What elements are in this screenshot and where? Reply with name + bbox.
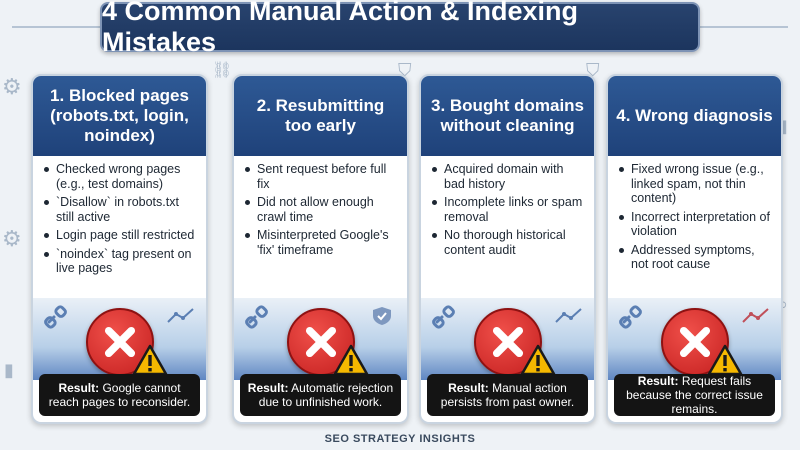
card-visual [234,298,407,380]
result-box: Result: Request fails because the correc… [614,374,775,416]
result-box: Result: Automatic rejection due to unfin… [240,374,401,416]
page-title: 4 Common Manual Action & Indexing Mistak… [102,0,579,57]
trend-line-icon [555,308,582,323]
footer-brand: SEO STRATEGY INSIGHTS [324,433,476,445]
bullet-item: Login page still restricted [43,228,198,243]
title-banner: 4 Common Manual Action & Indexing Mistak… [100,0,700,57]
card-heading: 3. Bought domains without cleaning [421,76,594,156]
result-label: Result: [448,381,489,395]
link-icon [44,305,67,329]
card-visual [608,298,781,380]
mistake-card-2: 2. Resubmitting too early Sent request b… [232,74,409,424]
bullet-item: Checked wrong pages (e.g., test domains) [43,162,198,191]
link-icon [245,305,268,329]
result-text: Automatic rejection due to unfinished wo… [258,381,394,409]
result-box: Result: Manual action persists from past… [427,374,588,416]
title-connector-right [700,26,788,28]
bullet-list: Sent request before full fix Did not all… [244,162,399,257]
shield-check-icon [373,307,391,325]
card-body: Sent request before full fix Did not all… [234,156,407,301]
red-x-icon [85,308,154,376]
card-body: Acquired domain with bad history Incompl… [421,156,594,301]
bullet-item: Misinterpreted Google's 'fix' timeframe [244,228,399,257]
magnifier-icon: ⌕ [778,294,789,314]
bullet-list: Fixed wrong issue (e.g., linked spam, no… [618,162,773,272]
card-body: Checked wrong pages (e.g., test domains)… [33,156,206,301]
card-body: Fixed wrong issue (e.g., linked spam, no… [608,156,781,301]
bullet-item: Incorrect interpretation of violation [618,210,773,239]
mistake-card-4: 4. Wrong diagnosis Fixed wrong issue (e.… [606,74,783,424]
warning-icon [132,344,167,376]
mistake-card-3: 3. Bought domains without cleaning Acqui… [419,74,596,424]
bullet-item: Incomplete links or spam removal [431,195,586,224]
link-icon: ⛓ [212,62,233,79]
bar-chart-icon: ▮ [4,360,14,380]
card-heading: 4. Wrong diagnosis [608,76,781,156]
gear-icon: ⚙ [2,226,22,251]
trend-line-icon [167,308,194,323]
bullet-item: Acquired domain with bad history [431,162,586,191]
bullet-item: `Disallow` in robots.txt still active [43,195,198,224]
bullet-item: Addressed symptoms, not root cause [618,243,773,272]
result-label: Result: [637,374,679,388]
result-label: Result: [247,381,289,395]
bullet-item: Did not allow enough crawl time [244,195,399,224]
card-heading: 1. Blocked pages (robots.txt, login, noi… [33,76,206,156]
card-visual [33,298,206,380]
card-visual [421,298,594,380]
trend-line-icon [742,308,769,323]
warning-icon [520,344,555,376]
result-text: Google cannot reach pages to reconsider. [48,381,191,409]
title-connector-left [12,26,100,28]
result-label: Result: [58,381,100,395]
bullet-item: No thorough historical content audit [431,228,586,257]
link-icon [432,305,455,329]
bullet-item: Fixed wrong issue (e.g., linked spam, no… [618,162,773,206]
bullet-list: Acquired domain with bad history Incompl… [431,162,586,257]
warning-icon [707,344,742,376]
result-text: Manual action persists from past owner. [440,381,575,409]
bullet-list: Checked wrong pages (e.g., test domains)… [43,162,198,276]
warning-icon [333,344,368,376]
result-box: Result: Google cannot reach pages to rec… [39,374,200,416]
result-text: Request fails because the correct issue … [626,374,763,416]
mistake-card-1: 1. Blocked pages (robots.txt, login, noi… [31,74,208,424]
bullet-item: Sent request before full fix [244,162,399,191]
gear-icon: ⚙ [2,74,22,99]
card-heading: 2. Resubmitting too early [234,76,407,156]
bullet-item: `noindex` tag present on live pages [43,247,198,276]
link-icon [619,305,642,329]
